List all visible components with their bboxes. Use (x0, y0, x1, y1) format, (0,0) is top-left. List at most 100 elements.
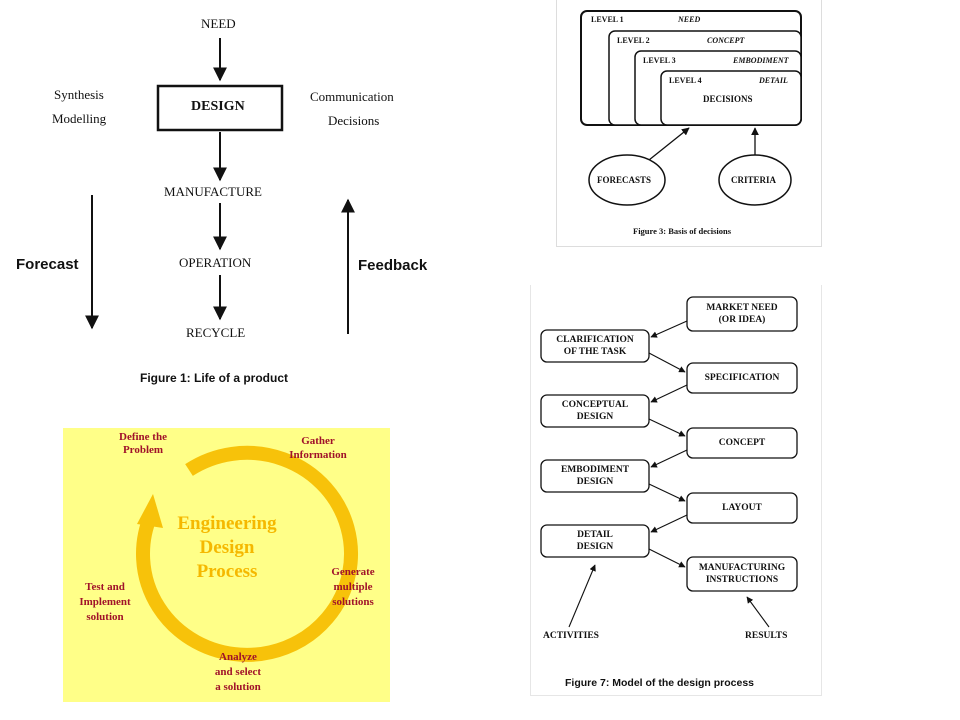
figure-1-caption: Figure 1: Life of a product (140, 371, 289, 385)
cycle-ring (136, 445, 358, 662)
figure-3-basis-of-decisions: LEVEL 1 NEED LEVEL 2 CONCEPT LEVEL 3 EMB… (556, 0, 822, 247)
activities-label: ACTIVITIES (543, 631, 599, 641)
cycle-arrow-head (137, 494, 163, 528)
label-clarification-line-2: OF THE TASK (563, 347, 627, 357)
forecast-label: Forecast (16, 256, 79, 273)
label-market-line-2: (OR IDEA) (718, 315, 766, 325)
results-arrow (746, 596, 770, 628)
step-gather-line-1: Gather (301, 435, 335, 447)
arrow-specification-to-conceptual (650, 384, 688, 403)
arrow-detail-to-manufacturing (648, 548, 686, 568)
box-concept (686, 427, 798, 459)
cycle-title-line-3: Process (196, 561, 258, 582)
box-detail-design (540, 524, 650, 558)
design-label: DESIGN (191, 99, 245, 114)
arrow-market-to-clarification (650, 320, 688, 338)
step-test-line-2: Implement (79, 596, 131, 608)
criteria-label: CRITERIA (731, 175, 777, 185)
step-generate-line-1: Generate (331, 566, 375, 578)
cycle-title-line-1: Engineering (177, 513, 277, 534)
decisions-label: DECISIONS (703, 94, 753, 104)
level-4-box (660, 70, 802, 126)
step-gather-line-2: Information (289, 449, 347, 461)
label-market-line-1: MARKET NEED (706, 303, 778, 313)
label-specification: SPECIFICATION (704, 373, 780, 383)
label-embodiment-line-2: DESIGN (576, 477, 614, 487)
level-2-label: LEVEL 2 (617, 36, 650, 45)
level-2-name: CONCEPT (707, 36, 745, 45)
figure-3-caption: Figure 3: Basis of decisions (633, 226, 732, 236)
step-define-line-1: Define the (119, 431, 167, 443)
recycle-label: RECYCLE (186, 325, 246, 340)
box-conceptual-design (540, 394, 650, 428)
results-label: RESULTS (745, 631, 788, 641)
label-embodiment-line-1: EMBODIMENT (560, 465, 630, 475)
step-analyze-line-2: and select (214, 666, 262, 678)
label-conceptual-line-1: CONCEPTUAL (561, 400, 629, 410)
label-concept: CONCEPT (718, 438, 766, 448)
label-clarification-line-1: CLARIFICATION (556, 335, 634, 345)
step-generate-solutions: Generate multiple solutions (317, 565, 389, 610)
step-test-line-3: solution (86, 611, 124, 623)
step-generate-line-2: multiple (333, 581, 373, 593)
label-manufacturing-line-2: INSTRUCTIONS (705, 575, 779, 585)
modelling-label: Modelling (52, 111, 107, 126)
feedback-label: Feedback (358, 257, 428, 274)
step-test-implement: Test and Implement solution (67, 580, 143, 625)
decisions-label: Decisions (328, 113, 380, 128)
step-analyze-line-3: a solution (215, 681, 261, 693)
cycle-ring-arc (136, 445, 358, 662)
forecasts-label: FORECASTS (597, 175, 652, 185)
label-detail-line-2: DESIGN (576, 542, 614, 552)
box-layout (686, 492, 798, 524)
step-gather-information: Gather Information (273, 434, 363, 462)
forecasts-arrow (648, 127, 690, 161)
engineering-design-process-cycle: Engineering Design Process Define the Pr… (63, 428, 390, 702)
synthesis-label: Synthesis (54, 87, 104, 102)
design-box (156, 84, 284, 132)
step-define-problem: Define the Problem (103, 431, 183, 457)
label-embodiment-design: EMBODIMENT DESIGN (541, 464, 649, 488)
box-manufacturing-instructions (686, 556, 798, 592)
label-manufacturing-line-1: MANUFACTURING (698, 563, 786, 573)
activities-arrow (568, 564, 596, 628)
level-1-name: NEED (678, 15, 701, 24)
arrow-clarification-to-specification (648, 352, 686, 373)
box-embodiment-design (540, 459, 650, 493)
step-analyze-line-1: Analyze (219, 651, 257, 663)
label-conceptual-line-2: DESIGN (576, 412, 614, 422)
operation-label: OPERATION (179, 255, 252, 270)
arrow-concept-to-embodiment (650, 449, 688, 468)
step-define-line-2: Problem (122, 444, 164, 456)
arrow-conceptual-to-concept (648, 418, 686, 437)
need-label: NEED (201, 16, 236, 31)
figure-7-drawing (540, 296, 798, 628)
label-detail-line-1: DETAIL (577, 530, 613, 540)
step-test-line-1: Test and (85, 581, 125, 593)
level-3-label: LEVEL 3 (643, 56, 676, 65)
figure-3-drawing (580, 10, 802, 206)
forecasts-ellipse (588, 154, 666, 206)
box-specification (686, 362, 798, 394)
label-manufacturing-instructions: MANUFACTURING INSTRUCTIONS (687, 562, 797, 586)
arrow-layout-to-detail (650, 514, 688, 533)
figure-7-caption: Figure 7: Model of the design process (565, 677, 755, 689)
label-clarification: CLARIFICATION OF THE TASK (541, 334, 649, 358)
box-market-need (686, 296, 798, 332)
box-clarification (540, 329, 650, 363)
manufacture-label: MANUFACTURE (164, 184, 262, 199)
cycle-title-line-2: Design (199, 537, 255, 558)
arrow-embodiment-to-layout (648, 483, 686, 502)
label-market-need: MARKET NEED (OR IDEA) (687, 302, 797, 326)
step-generate-line-3: solutions (332, 596, 374, 608)
level-3-name: EMBODIMENT (733, 56, 789, 65)
label-detail-design: DETAIL DESIGN (541, 529, 649, 553)
figure-1-life-of-product: NEED DESIGN MANUFACTURE OPERATION RECYCL… (0, 0, 480, 400)
cycle-title: Engineering Design Process (163, 512, 291, 584)
step-analyze-select: Analyze and select a solution (193, 650, 283, 695)
level-4-name: DETAIL (759, 76, 788, 85)
label-conceptual-design: CONCEPTUAL DESIGN (541, 399, 649, 423)
label-layout: LAYOUT (722, 503, 762, 513)
communication-label: Communication (310, 89, 394, 104)
level-4-label: LEVEL 4 (669, 76, 702, 85)
